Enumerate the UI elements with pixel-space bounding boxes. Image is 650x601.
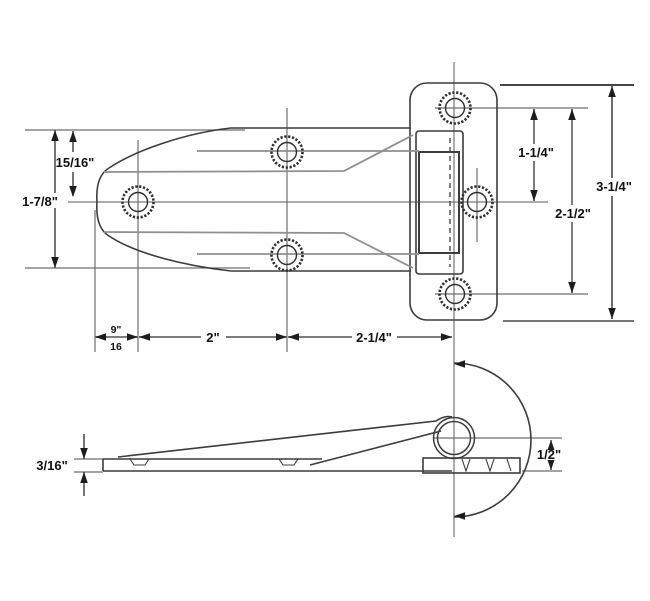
dimension-arrows — [51, 86, 616, 520]
side-rib-lower-taper — [309, 430, 442, 466]
hole-hatch-ring — [270, 238, 304, 272]
strap-outline-top — [96, 127, 411, 203]
side-countersink-1 — [129, 458, 150, 466]
screw-hole-strap-1 — [121, 185, 155, 219]
label-314: 3-1/4" — [596, 179, 632, 194]
hole-bore — [276, 141, 298, 163]
side-base-plate-slots — [461, 458, 512, 473]
side-countersink-2 — [278, 458, 299, 466]
hole-hatch-ring — [438, 91, 472, 125]
arrow-left — [288, 333, 299, 341]
hole-bore — [276, 244, 298, 266]
centerlines — [68, 62, 548, 537]
arrow-down — [80, 448, 88, 459]
screw-hole-strap-2-top — [270, 135, 304, 169]
hole-hatch-ring — [460, 185, 494, 219]
hinge-barrel-outer — [415, 130, 464, 275]
arrow-up — [568, 109, 576, 120]
screw-hole-plate-top — [438, 91, 472, 125]
label-212: 2-1/2" — [555, 206, 591, 221]
arrow-down — [530, 190, 538, 201]
strap-outline-bottom — [96, 201, 411, 272]
arrow-up — [69, 131, 77, 142]
hole-hatch-ring — [438, 277, 472, 311]
plan-embossed-contours — [103, 134, 419, 269]
arrow-left — [95, 333, 106, 341]
hole-hatch-ring — [270, 135, 304, 169]
contour-lower-rib — [103, 231, 414, 269]
screw-hole-strap-2-bottom — [270, 238, 304, 272]
arrow-up — [51, 130, 59, 141]
arrow-down — [568, 282, 576, 293]
arrow-up — [547, 440, 555, 450]
plan-view — [96, 82, 498, 321]
label-114: 1-1/4" — [518, 145, 554, 160]
screw-holes — [121, 91, 494, 311]
side-outline — [102, 362, 532, 518]
contour-upper-rib — [103, 134, 414, 173]
arrow-down — [608, 308, 616, 319]
arrow-up — [608, 86, 616, 97]
arrow-right — [441, 333, 452, 341]
label-916-denominator: 16 — [110, 341, 122, 353]
label-strap-width: 1-7/8" — [22, 194, 58, 209]
arrow-left — [454, 512, 465, 520]
dimension-labels: 15/16" 1-7/8" 9" 16 2" 2-1/4" 1-1/4" 2-1… — [22, 145, 632, 473]
label-916-numerator: 9" — [111, 324, 122, 336]
hole-bore — [466, 191, 488, 213]
screw-hole-plate-bottom — [438, 277, 472, 311]
side-base-plate — [422, 457, 521, 474]
label-half-width: 15/16" — [56, 155, 95, 170]
hole-hatch-ring — [121, 185, 155, 219]
side-rib-upper-taper — [117, 415, 453, 458]
hole-bore — [444, 283, 466, 305]
swing-arc — [453, 362, 532, 518]
arrow-down — [51, 257, 59, 268]
hole-bore — [127, 191, 149, 213]
arrow-up — [530, 109, 538, 120]
hinge-barrel-inner — [418, 151, 460, 254]
arrow-right — [127, 333, 138, 341]
arrow-up — [80, 472, 88, 483]
label-316: 3/16" — [36, 458, 67, 473]
screw-hole-plate-middle — [460, 185, 494, 219]
arrow-down — [69, 186, 77, 197]
label-12: 1/2" — [537, 447, 561, 462]
arrow-down — [547, 460, 555, 470]
plan-outline — [96, 82, 498, 321]
butt-plate — [409, 82, 498, 321]
arrow-right — [276, 333, 287, 341]
pivot-barrel-inner — [436, 420, 472, 456]
hole-bore — [444, 97, 466, 119]
pivot-barrel-outer — [432, 416, 476, 460]
side-view — [102, 362, 532, 518]
label-2in: 2" — [206, 330, 219, 345]
label-214: 2-1/4" — [356, 330, 392, 345]
extension-lines — [25, 84, 634, 473]
arrow-left — [454, 360, 465, 368]
arrow-left — [139, 333, 150, 341]
